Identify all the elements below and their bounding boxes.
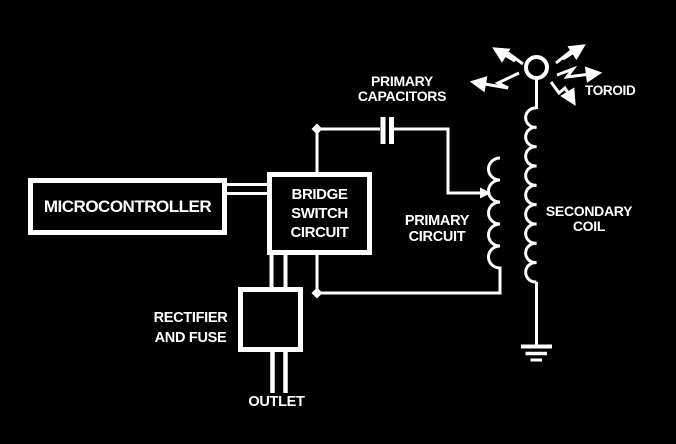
- primary-circuit-line2: CIRCUIT: [408, 229, 466, 245]
- primary-circuit-line1: PRIMARY: [404, 213, 470, 229]
- rectifier-label: RECTIFIER AND FUSE: [143, 308, 238, 348]
- rectifier-label-line2: AND FUSE: [154, 330, 227, 346]
- ground-symbol: [521, 344, 552, 362]
- microcontroller-label: MICROCONTROLLER: [43, 196, 212, 216]
- primary-circuit-label: PRIMARY CIRCUIT: [393, 213, 481, 245]
- rectifier-block: [238, 287, 303, 352]
- discharge-arrow: [469, 71, 520, 93]
- secondary-coil-line2: COIL: [572, 218, 606, 234]
- rectifier-label-line1: RECTIFIER: [153, 310, 228, 326]
- primary-capacitors-line2: CAPACITORS: [357, 88, 447, 104]
- bridge-label-line3: CIRCUIT: [290, 224, 349, 241]
- discharge-arrow: [556, 65, 603, 83]
- bridge-label-line2: SWITCH: [291, 205, 348, 222]
- toroid-label: TOROID: [585, 83, 636, 98]
- wire-bridge-to-rectifier: [269, 255, 288, 288]
- primary-capacitors-label: PRIMARY CAPACITORS: [346, 74, 458, 104]
- secondary-coil-label: SECONDARY COIL: [542, 204, 636, 234]
- capacitor-symbol: [380, 117, 394, 144]
- primary-capacitors-line1: PRIMARY: [371, 73, 433, 89]
- secondary-coil-line1: SECONDARY: [545, 203, 633, 219]
- discharge-arrow: [492, 47, 524, 66]
- bus-wires: [227, 183, 269, 195]
- outlet-prongs: [270, 352, 288, 393]
- outlet-label: OUTLET: [248, 394, 305, 410]
- tap-arrow: [480, 187, 491, 199]
- wire-capacitor-to-primary: [394, 127, 480, 195]
- discharge-arrows: [469, 44, 603, 106]
- junction-dot: [311, 123, 323, 135]
- toroid-circle: [524, 55, 549, 80]
- primary-coil-symbol: [317, 156, 502, 295]
- bridge-label-line1: BRIDGE: [291, 186, 348, 203]
- bridge-switch-block: BRIDGE SWITCH CIRCUIT: [267, 172, 372, 255]
- discharge-arrow: [549, 81, 576, 106]
- junction-dot: [311, 287, 323, 299]
- wire-bridge-to-capacitor: [315, 127, 380, 172]
- discharge-arrow: [555, 44, 586, 65]
- secondary-coil-symbol: [524, 106, 537, 284]
- microcontroller-block: MICROCONTROLLER: [28, 178, 227, 235]
